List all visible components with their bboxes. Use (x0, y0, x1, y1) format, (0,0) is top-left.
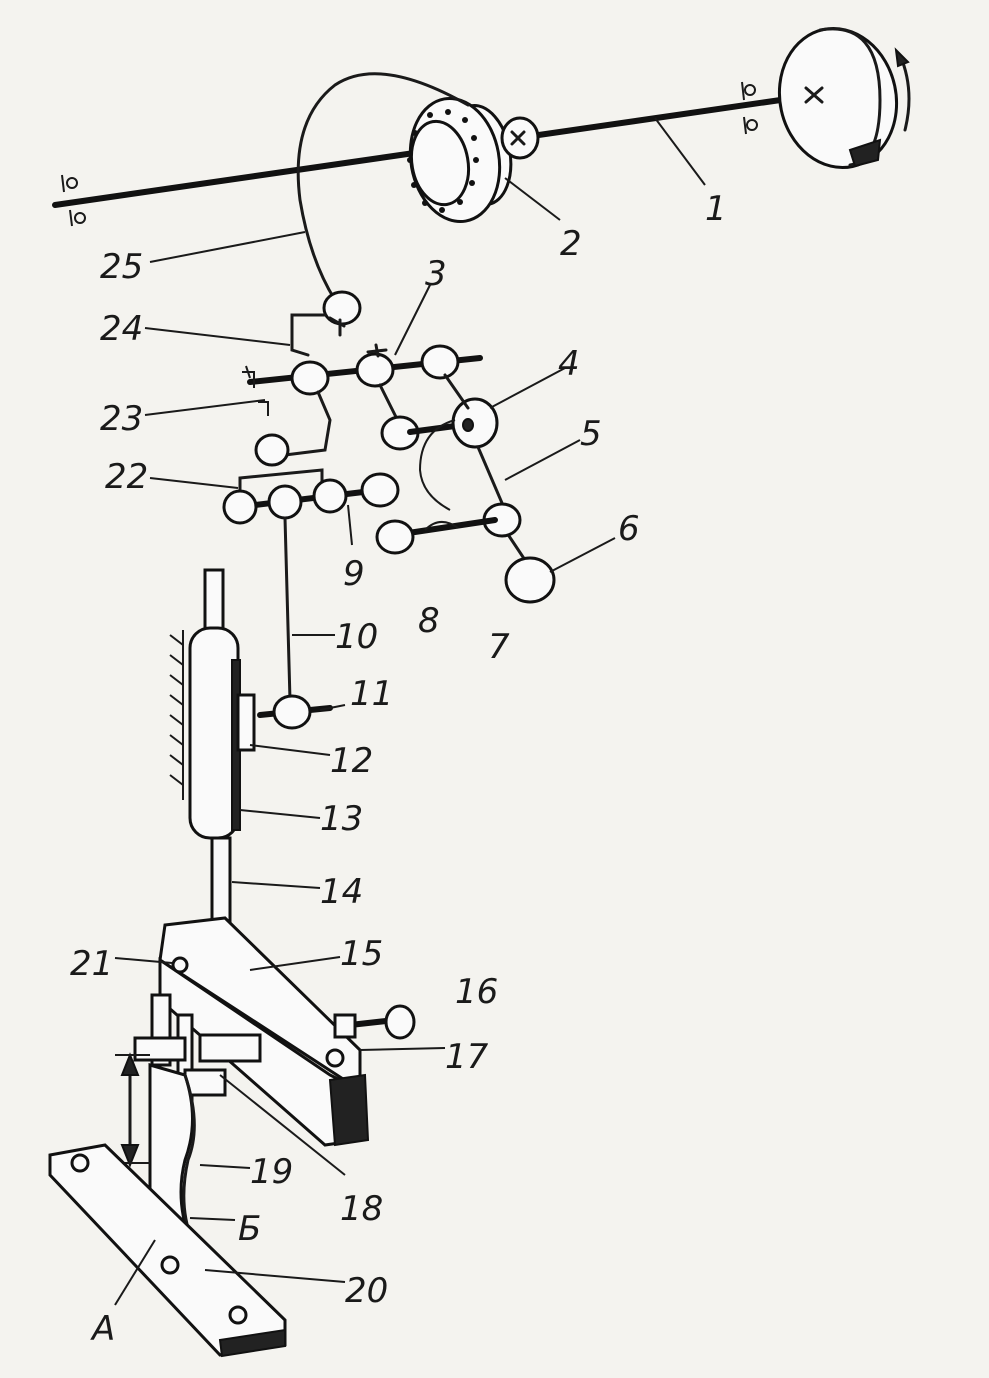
label-3: 3 (425, 254, 447, 294)
label-20: 20 (345, 1271, 388, 1311)
part-labels: 1 2 3 4 5 6 7 8 9 10 11 12 13 14 15 16 1… (70, 189, 727, 1349)
label-9: 9 (343, 554, 365, 594)
label-19: 19 (250, 1152, 293, 1192)
leader-lines (114, 117, 706, 1306)
slider-assembly (169, 568, 256, 965)
cable-25 (296, 72, 470, 302)
bearing-right (741, 81, 758, 135)
label-11: 11 (350, 674, 393, 714)
label-16: 16 (455, 972, 498, 1012)
label-22: 22 (105, 457, 148, 497)
label-10: 10 (335, 617, 378, 657)
label-4: 4 (558, 344, 580, 384)
label-14: 14 (320, 872, 363, 912)
label-12: 12 (330, 741, 373, 781)
label-24: 24 (100, 309, 143, 349)
label-15: 15 (340, 934, 383, 974)
label-7: 7 (488, 627, 510, 667)
label-a: A (90, 1309, 115, 1349)
linkage-cluster (222, 290, 556, 730)
bearing-left (61, 174, 86, 227)
label-17: 17 (445, 1037, 489, 1077)
label-18: 18 (340, 1189, 383, 1229)
drive-pulley (777, 26, 911, 170)
cam-2 (407, 96, 540, 224)
label-8: 8 (418, 601, 440, 641)
wall-hatching (169, 634, 184, 786)
label-1: 1 (705, 189, 727, 229)
label-6: 6 (618, 509, 640, 549)
label-21: 21 (70, 944, 113, 984)
label-13: 13 (320, 799, 363, 839)
bottom-plate (48, 1143, 287, 1358)
label-2: 2 (560, 224, 582, 264)
label-5: 5 (580, 414, 602, 454)
label-b: Б (238, 1209, 261, 1249)
label-23: 23 (100, 399, 143, 439)
flange-holes (407, 109, 479, 213)
label-25: 25 (100, 247, 143, 287)
